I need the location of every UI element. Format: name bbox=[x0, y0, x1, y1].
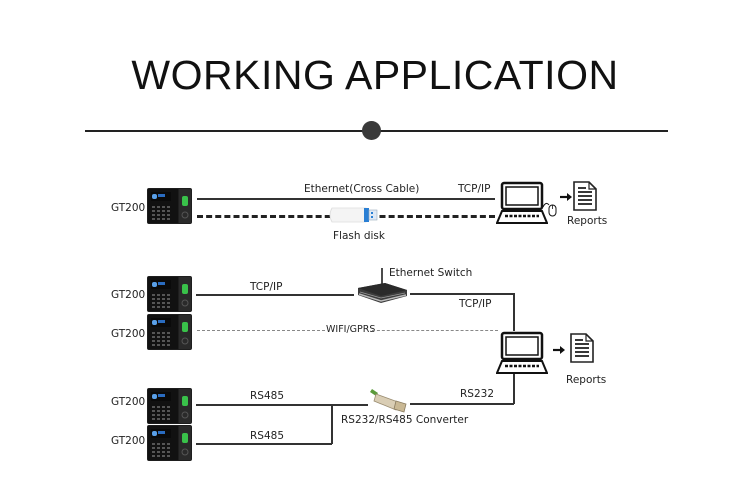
ethernet-cable-line bbox=[197, 198, 495, 200]
tcpip-line bbox=[196, 294, 354, 296]
switch-to-pc-vertical bbox=[513, 293, 515, 331]
gt200-terminal-icon bbox=[147, 314, 192, 350]
device-label: GT200 bbox=[111, 202, 146, 214]
converter-to-pc-line bbox=[410, 403, 514, 405]
usb-flash-disk-icon bbox=[329, 207, 378, 223]
divider-dot bbox=[362, 121, 381, 140]
gt200-terminal-icon bbox=[147, 425, 192, 461]
report-document-icon bbox=[573, 181, 597, 211]
mouse-icon bbox=[542, 202, 557, 217]
report-document-icon bbox=[570, 333, 594, 363]
device-label: GT200 bbox=[111, 396, 146, 408]
page-title: WORKING APPLICATION bbox=[131, 52, 619, 98]
ethernet-switch-icon bbox=[358, 268, 407, 303]
ethernet-label: Ethernet(Cross Cable) bbox=[304, 183, 420, 195]
reports-label: Reports bbox=[567, 215, 608, 227]
device-label: GT200 bbox=[111, 289, 146, 301]
gt200-terminal-icon bbox=[147, 388, 192, 424]
rs485-line bbox=[196, 404, 368, 406]
switch-to-pc-line bbox=[410, 293, 514, 295]
rs485-line bbox=[196, 443, 332, 445]
gt200-terminal-icon bbox=[147, 188, 192, 224]
gt200-terminal-icon bbox=[147, 276, 192, 312]
rs485-label: RS485 bbox=[250, 430, 285, 442]
wifi-line bbox=[372, 330, 498, 331]
laptop-computer-icon bbox=[496, 331, 548, 375]
tcpip-label: TCP/IP bbox=[458, 183, 491, 195]
tcpip-label: TCP/IP bbox=[250, 281, 283, 293]
rs485-junction bbox=[331, 404, 333, 444]
arrow-right-icon bbox=[560, 193, 572, 201]
flash-disk-label: Flash disk bbox=[333, 230, 385, 242]
wifi-gprs-label: WIFI/GPRS bbox=[326, 324, 376, 335]
arrow-right-icon bbox=[553, 346, 565, 354]
tcpip-label: TCP/IP bbox=[459, 298, 492, 310]
converter-to-pc-vertical bbox=[513, 374, 515, 404]
device-label: GT200 bbox=[111, 328, 146, 340]
switch-label: Ethernet Switch bbox=[389, 267, 473, 279]
converter-label: RS232/RS485 Converter bbox=[341, 414, 469, 426]
rs232-label: RS232 bbox=[460, 388, 495, 400]
reports-label: Reports bbox=[566, 374, 607, 386]
rs485-label: RS485 bbox=[250, 390, 285, 402]
rs232-rs485-converter-icon bbox=[370, 389, 407, 413]
device-label: GT200 bbox=[111, 435, 146, 447]
laptop-computer-icon bbox=[496, 181, 548, 225]
wifi-line bbox=[197, 330, 325, 331]
